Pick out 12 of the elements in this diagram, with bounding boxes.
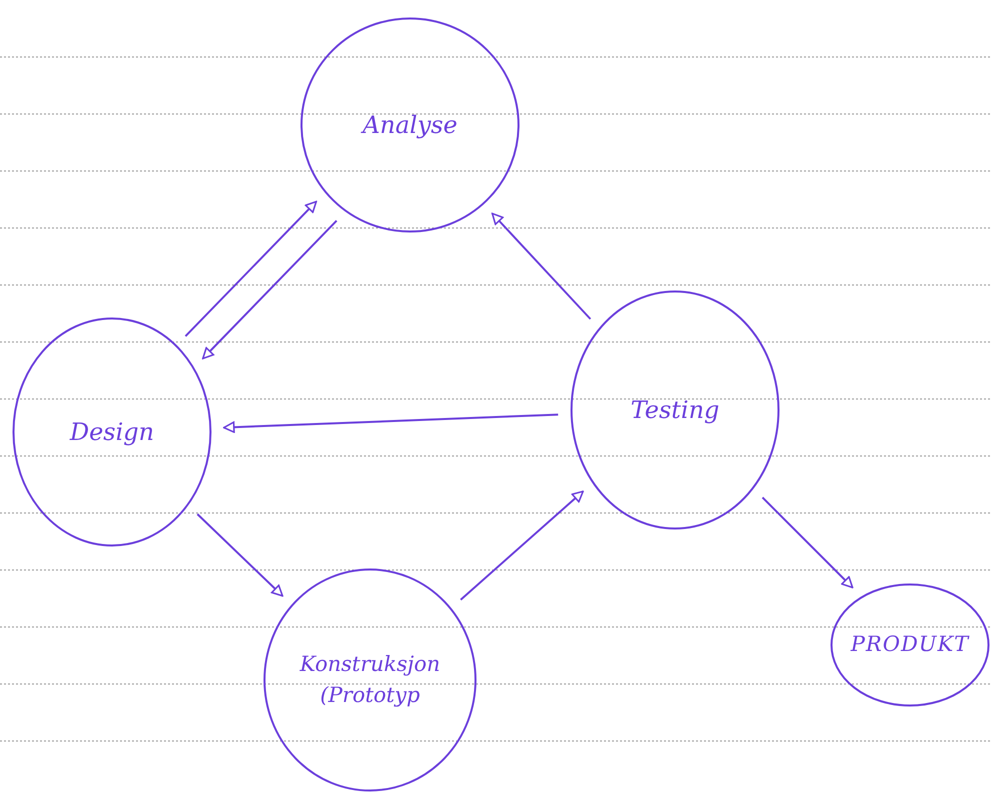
arrow bbox=[223, 414, 558, 433]
node-label: PRODUKT bbox=[850, 631, 970, 658]
node-label: Testing bbox=[630, 395, 720, 426]
arrow bbox=[492, 212, 592, 320]
arrow bbox=[762, 496, 854, 588]
node-label: Analyse bbox=[362, 110, 458, 141]
arrow bbox=[202, 220, 338, 360]
arrow bbox=[184, 200, 317, 337]
node-label: Design bbox=[70, 417, 154, 448]
node-label: Konstruksjon (Prototyp bbox=[298, 650, 442, 709]
arrow bbox=[196, 513, 284, 597]
arrow bbox=[460, 490, 584, 600]
